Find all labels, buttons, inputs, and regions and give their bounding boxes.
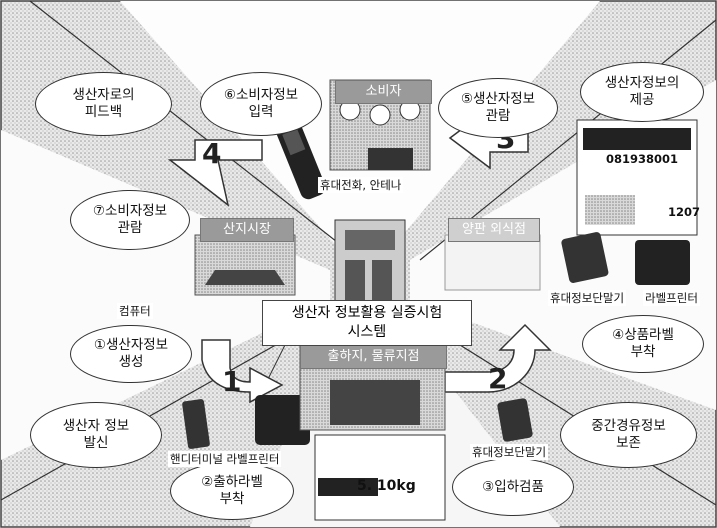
bubble-inspect: ③입하검품 <box>452 458 574 516</box>
bubble-consumer-view-5: ⑤생산자정보 관람 <box>438 78 558 138</box>
bubble-generate: ①생산자정보 생성 <box>70 325 192 383</box>
text-label-code: 1207 <box>668 205 701 219</box>
arrow-number-4: 4 <box>202 137 222 170</box>
mobile-phone-icon <box>276 120 326 200</box>
label-shipping: 출하지, 물류지점 <box>300 345 447 369</box>
bubble-ship-label: ②출하라벨 부착 <box>170 462 294 520</box>
arrow-number-2: 2 <box>488 362 508 395</box>
label-market: 산지시장 <box>200 218 294 242</box>
bubble-feedback: 생산자로의 피드백 <box>35 72 172 136</box>
antenna-device <box>368 148 413 170</box>
system-title: 생산자 정보활용 실증시험 시스템 <box>262 300 472 346</box>
label-store: 양판 외식점 <box>448 218 540 242</box>
label-consumer: 소비자 <box>335 80 432 104</box>
text-handy-printer: 핸디터미널 라벨프린터 <box>168 451 282 467</box>
text-phone-antenna: 휴대전화, 안테나 <box>318 177 404 193</box>
bubble-consumer-input: ⑥소비자정보 입력 <box>200 72 322 136</box>
store-photo <box>444 234 541 291</box>
arrow-number-1: 1 <box>222 365 242 398</box>
bubble-send: 생산자 정보 발신 <box>30 402 162 468</box>
arrow-1 <box>201 339 284 404</box>
shipping-label <box>314 434 446 521</box>
text-handheld-2: 휴대정보단말기 <box>470 444 549 460</box>
text-barcode-number: 081938001 <box>606 152 679 166</box>
market-photo <box>194 234 296 296</box>
bubble-provide: 생산자정보의 제공 <box>580 62 704 122</box>
label-printer-icon <box>635 240 690 285</box>
arrow-4 <box>167 139 263 207</box>
text-label-printer-1: 라벨프린터 <box>643 290 700 306</box>
label-printer-bottom-icon <box>255 395 310 445</box>
text-computer: 컴퓨터 <box>117 303 153 319</box>
text-label-weight: 5. 10kg <box>357 478 416 494</box>
bubble-intermediate: 중간경유정보 보존 <box>560 402 697 468</box>
handy-terminal-icon <box>182 399 210 449</box>
arrow-2 <box>444 323 552 393</box>
bubble-consumer-view-7: ⑦소비자정보 관람 <box>70 190 190 250</box>
handheld-terminal-icon <box>561 232 609 283</box>
text-handheld-1: 휴대정보단말기 <box>548 290 627 306</box>
bubble-product-label: ④상품라벨 부착 <box>582 315 704 373</box>
handheld-bottom-icon <box>497 398 533 442</box>
